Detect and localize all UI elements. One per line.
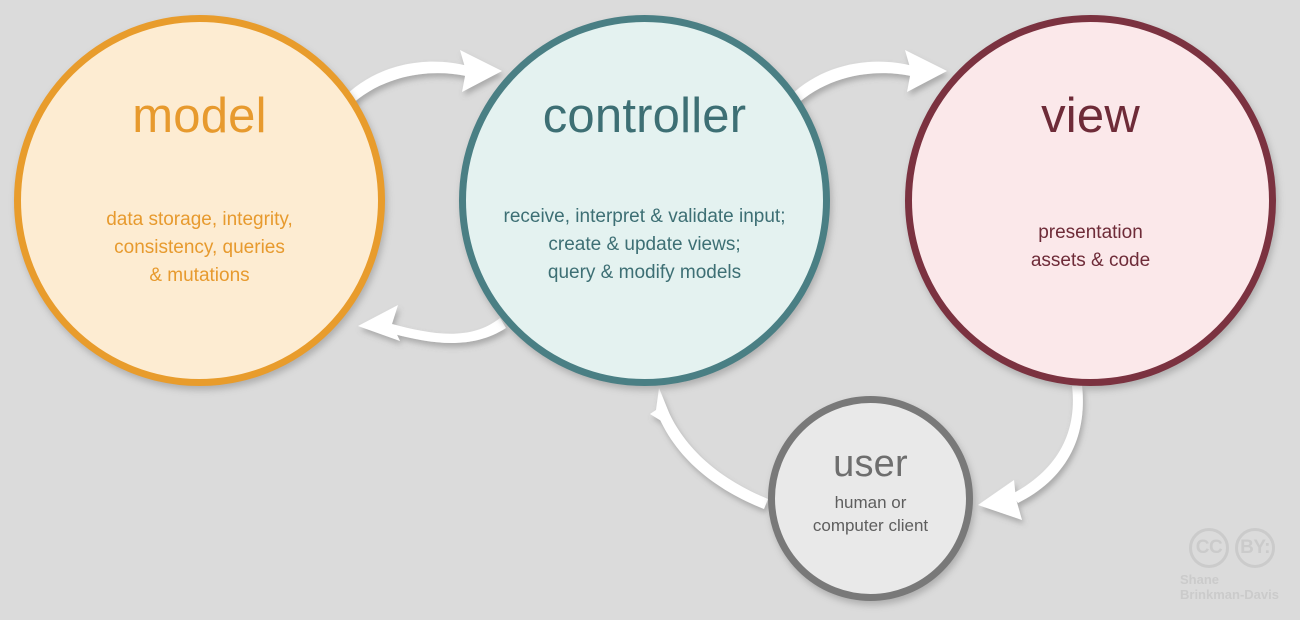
node-model-description: data storage, integrity, consistency, qu… <box>106 209 293 287</box>
author-name-line2: Brinkman-Davis <box>1180 587 1279 603</box>
arrow-controller-to-view <box>790 50 947 106</box>
node-view-title: view <box>1041 89 1140 143</box>
node-user-description: human or computer client <box>812 493 929 535</box>
node-controller-title: controller <box>542 89 747 143</box>
arrow-user-to-controller <box>650 388 768 509</box>
node-controller-description: receive, interpret & validate input; cre… <box>503 206 786 284</box>
author-name-line1: Shane <box>1180 572 1220 587</box>
node-user[interactable]: user human or computer client <box>768 396 973 601</box>
license-attribution: CC BY: Shane Brinkman-Davis <box>1176 528 1288 603</box>
creative-commons-icon: CC <box>1189 528 1229 568</box>
node-model[interactable]: model data storage, integrity, consisten… <box>14 15 385 386</box>
node-view-description: presentation assets & code <box>1030 222 1151 272</box>
arrow-view-to-user <box>978 385 1083 520</box>
attribution-by-icon: BY: <box>1235 528 1275 568</box>
creative-commons-marks: CC BY: <box>1189 528 1275 568</box>
node-view[interactable]: view presentation assets & code <box>905 15 1276 386</box>
node-user-title: user <box>833 443 908 485</box>
node-controller[interactable]: controller receive, interpret & validate… <box>459 15 830 386</box>
author-name: Shane Brinkman-Davis <box>1176 572 1288 603</box>
arrow-model-to-controller <box>345 50 502 106</box>
node-model-title: model <box>132 89 267 143</box>
arrow-controller-to-model <box>358 305 506 343</box>
